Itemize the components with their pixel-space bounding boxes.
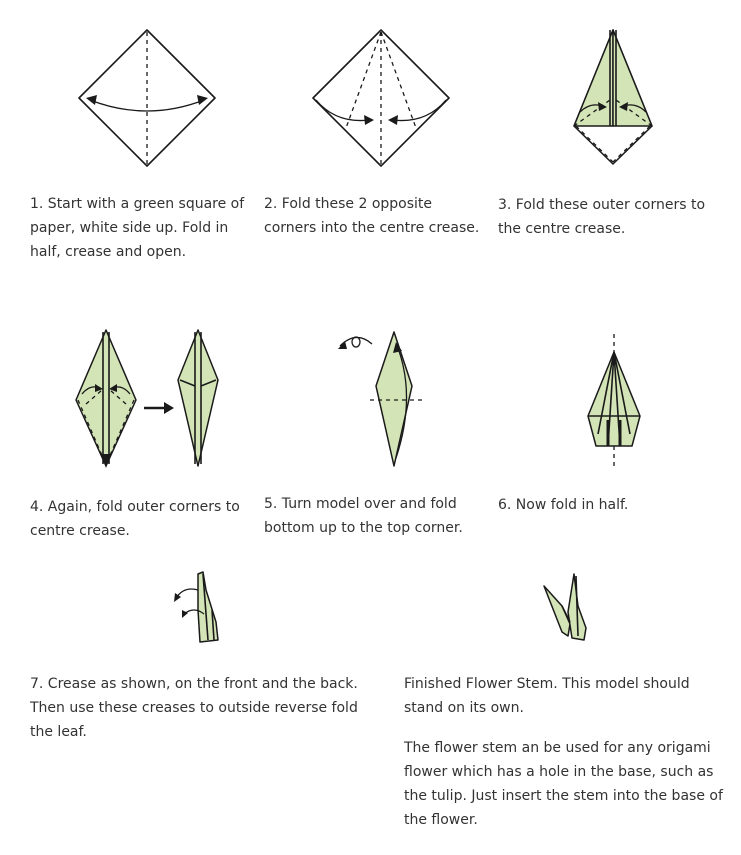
step-6-caption: 6. Now fold in half. xyxy=(498,493,718,517)
step-2-caption: 2. Fold these 2 opposite corners into th… xyxy=(264,192,484,240)
finished-caption: Finished Flower Stem. This model should … xyxy=(404,672,726,832)
finished-stem-diagram xyxy=(540,572,592,644)
step-2-diagram xyxy=(310,28,452,168)
step-7-caption: 7. Crease as shown, on the front and the… xyxy=(30,672,378,744)
finished-note: The flower stem an be used for any origa… xyxy=(404,740,723,828)
step-5-text: 5. Turn model over and fold bottom up to… xyxy=(264,496,463,536)
step-4-text: 4. Again, fold outer corners to centre c… xyxy=(30,499,240,539)
step-7-text: 7. Crease as shown, on the front and the… xyxy=(30,676,358,740)
step-1-diagram xyxy=(76,28,218,168)
step-6-diagram xyxy=(584,334,644,470)
step-2-text: 2. Fold these 2 opposite corners into th… xyxy=(264,196,480,236)
step-5-caption: 5. Turn model over and fold bottom up to… xyxy=(264,492,474,540)
finished-text: Finished Flower Stem. This model should … xyxy=(404,676,690,716)
step-3-caption: 3. Fold these outer corners to the centr… xyxy=(498,193,730,241)
step-3-diagram xyxy=(570,28,656,168)
step-7-diagram xyxy=(170,570,224,646)
step-5-diagram xyxy=(336,328,428,470)
step-6-text: 6. Now fold in half. xyxy=(498,497,629,513)
step-1-caption: 1. Start with a green square of paper, w… xyxy=(30,192,255,264)
step-3-text: 3. Fold these outer corners to the centr… xyxy=(498,197,706,237)
step-1-text: 1. Start with a green square of paper, w… xyxy=(30,196,245,260)
step-4-diagram xyxy=(74,328,222,470)
step-4-caption: 4. Again, fold outer corners to centre c… xyxy=(30,495,240,543)
